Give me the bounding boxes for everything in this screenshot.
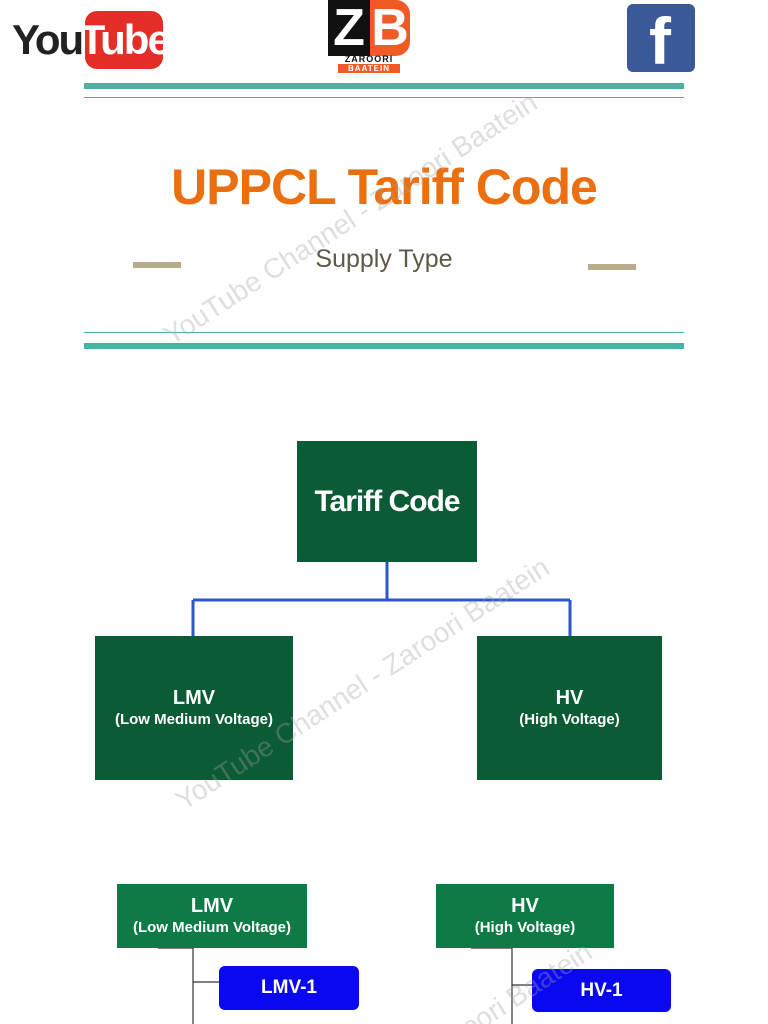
hv-detail-subtitle: (High Voltage)	[474, 919, 576, 937]
lmv-box: LMV (Low Medium Voltage)	[95, 636, 293, 780]
facebook-f-icon: f	[649, 4, 671, 72]
lmv-box-subtitle: (Low Medium Voltage)	[114, 711, 274, 729]
hv-1-box: HV-1	[532, 969, 671, 1012]
zb-top-text: ZAROORI	[344, 54, 394, 64]
page-subtitle: Supply Type	[315, 245, 453, 273]
lmv-1-label: LMV-1	[261, 977, 317, 998]
banner-rule-top-thin	[84, 97, 684, 98]
hv-detail-box: HV (High Voltage)	[436, 884, 614, 948]
banner-rule-bottom-thin	[84, 332, 684, 333]
youtube-logo-tube: Tube	[79, 16, 171, 63]
zb-letter-z: Z	[328, 0, 370, 56]
youtube-logo-tube-box: Tube	[80, 11, 171, 69]
page-title: UPPCL Tariff Code	[171, 159, 598, 215]
lmv-detail-box: LMV (Low Medium Voltage)	[117, 884, 307, 948]
zb-bottom-text: BAATEIN	[338, 64, 400, 73]
lmv-detail-subtitle: (Low Medium Voltage)	[132, 919, 292, 937]
lmv-box-title: LMV	[172, 687, 216, 710]
watermark-top: YouTube Channel - Zaroori Baatein	[158, 86, 543, 351]
zaroori-baatein-logo[interactable]: Z B ZAROORI BAATEIN	[328, 0, 410, 74]
lmv-1-box: LMV-1	[219, 966, 359, 1010]
hv-box: HV (High Voltage)	[477, 636, 662, 780]
subtitle-dash-right	[588, 264, 636, 270]
hv-box-subtitle: (High Voltage)	[519, 711, 620, 729]
zb-letters: Z B	[328, 0, 410, 58]
zb-letter-b: B	[370, 0, 410, 57]
hv-1-label: HV-1	[580, 979, 623, 1001]
tariff-code-box: Tariff Code	[297, 441, 477, 562]
tariff-code-label: Tariff Code	[314, 484, 460, 518]
lmv-detail-title: LMV	[190, 895, 234, 918]
youtube-logo[interactable]: You Tube	[12, 10, 171, 70]
youtube-logo-you: You	[12, 16, 84, 63]
banner-rule-bottom-thick	[84, 343, 684, 349]
hv-detail-title: HV	[511, 895, 539, 918]
subtitle-dash-left	[133, 262, 181, 268]
banner-rule-top-thick	[84, 83, 684, 89]
facebook-logo[interactable]: f	[627, 4, 695, 72]
hv-box-title: HV	[555, 687, 584, 710]
